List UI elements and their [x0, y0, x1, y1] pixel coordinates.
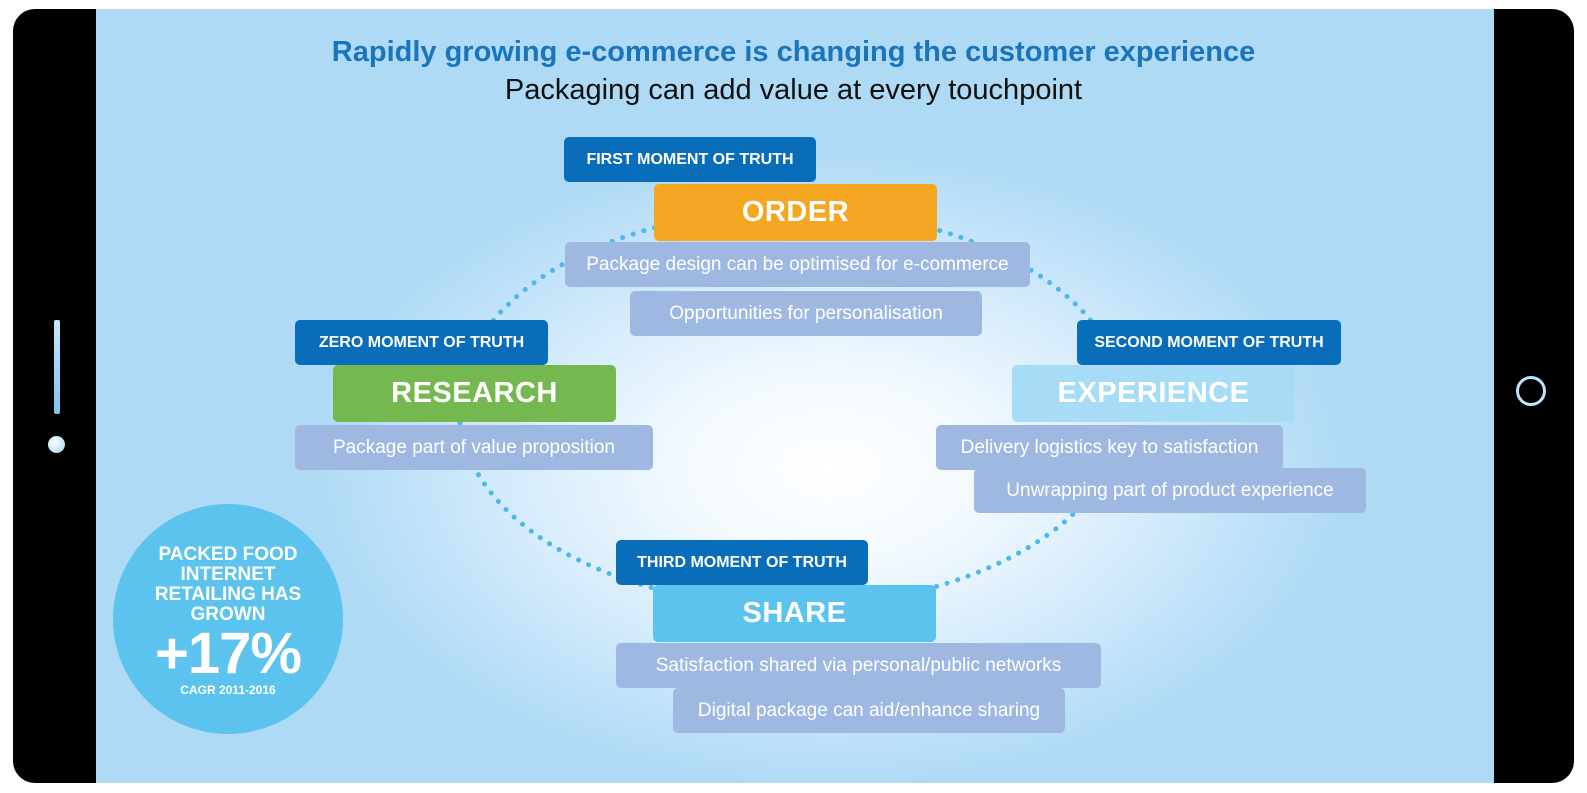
diagram-subtitle: Packaging can add value at every touchpo… — [504, 74, 1083, 106]
stat-value: +17% — [155, 621, 302, 686]
home-button-icon — [1516, 376, 1546, 406]
order-note-1: Package design can be optimised for e-co… — [565, 242, 1030, 287]
research-moment-label: ZERO MOMENT OF TRUTH — [295, 320, 548, 365]
stat-note: CAGR 2011-2016 — [180, 683, 276, 697]
share-note-2: Digital package can aid/enhance sharing — [673, 688, 1065, 733]
stat-line-4: GROWN — [190, 604, 266, 625]
growth-stat-badge: PACKED FOOD INTERNET RETAILING HAS GROWN… — [113, 504, 343, 734]
experience-note-1: Delivery logistics key to satisfaction — [936, 425, 1283, 470]
share-stage: SHARE — [653, 585, 936, 642]
stat-line-3: RETAILING HAS — [154, 584, 302, 605]
stat-line-2: INTERNET — [180, 564, 276, 585]
experience-moment-label: SECOND MOMENT OF TRUTH — [1077, 320, 1341, 365]
experience-stage: EXPERIENCE — [1012, 365, 1295, 422]
research-stage: RESEARCH — [333, 365, 616, 422]
share-note-1: Satisfaction shared via personal/public … — [616, 643, 1101, 688]
order-stage: ORDER — [654, 184, 937, 241]
stat-line-1: PACKED FOOD — [158, 544, 298, 565]
order-moment-label: FIRST MOMENT OF TRUTH — [564, 137, 816, 182]
experience-note-2: Unwrapping part of product experience — [974, 468, 1366, 513]
order-note-2: Opportunities for personalisation — [630, 291, 982, 336]
share-moment-label: THIRD MOMENT OF TRUTH — [616, 540, 868, 585]
research-note-1: Package part of value proposition — [295, 425, 653, 470]
camera-dot-icon — [48, 436, 65, 453]
camera-slot-icon — [54, 320, 60, 414]
diagram-title: Rapidly growing e-commerce is changing t… — [331, 36, 1256, 68]
